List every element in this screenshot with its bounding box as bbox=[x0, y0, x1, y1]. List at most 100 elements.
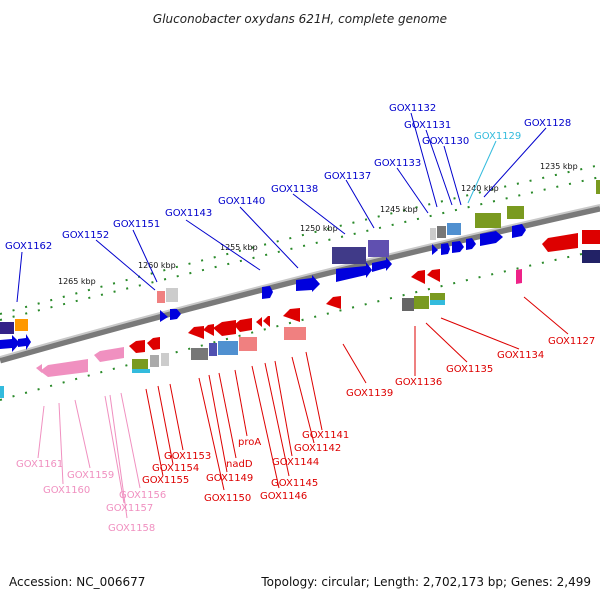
gene-label[interactable]: GOX1130 bbox=[422, 136, 469, 147]
top-inner-guide bbox=[0, 176, 600, 321]
gene-label[interactable]: GOX1132 bbox=[389, 103, 436, 114]
leader-line bbox=[342, 343, 367, 384]
leader-line bbox=[425, 129, 453, 206]
gene-label[interactable]: GOX1154 bbox=[152, 463, 199, 474]
gene-block bbox=[0, 386, 4, 398]
leader-line bbox=[292, 193, 346, 235]
leader-line bbox=[185, 219, 261, 271]
gene-arrow bbox=[170, 309, 181, 320]
gene-label[interactable]: GOX1158 bbox=[108, 523, 155, 534]
gene-label[interactable]: GOX1146 bbox=[260, 491, 307, 502]
gene-label[interactable]: GOX1140 bbox=[218, 196, 265, 207]
gene-block bbox=[132, 369, 150, 373]
gene-label[interactable]: GOX1138 bbox=[271, 184, 318, 195]
gene-labels-bottom-pink: GOX1161 GOX1160 GOX1159 GOX1156 GOX1157 … bbox=[16, 459, 166, 534]
plus-strand-genes bbox=[0, 180, 600, 352]
gene-block bbox=[582, 230, 600, 244]
gene-block bbox=[414, 296, 429, 309]
gene-label[interactable]: GOX1129 bbox=[474, 131, 521, 142]
scale-tick-label: 1235 kbp bbox=[540, 162, 578, 171]
gene-label[interactable]: GOX1136 bbox=[395, 377, 442, 388]
gene-label[interactable]: GOX1142 bbox=[294, 443, 341, 454]
scale-ticks: 1235 kbp 1240 kbp 1245 kbp 1250 kbp 1255… bbox=[58, 162, 578, 286]
gene-label[interactable]: GOX1159 bbox=[67, 470, 114, 481]
gene-label[interactable]: GOX1162 bbox=[5, 241, 52, 252]
gene-label[interactable]: GOX1137 bbox=[324, 171, 371, 182]
leader-line bbox=[37, 405, 45, 459]
gene-labels-top: GOX1162 GOX1152 GOX1151 GOX1143 GOX1140 … bbox=[5, 103, 571, 252]
gene-arrow bbox=[234, 318, 252, 332]
gene-label[interactable]: GOX1161 bbox=[16, 459, 63, 470]
gene-block bbox=[430, 300, 445, 305]
gene-label[interactable]: GOX1141 bbox=[302, 430, 349, 441]
scale-tick-label: 1250 kbp bbox=[300, 224, 338, 233]
leader-line bbox=[234, 369, 248, 437]
gene-arrow bbox=[129, 340, 145, 353]
gene-block bbox=[437, 226, 446, 238]
gene-label[interactable]: GOX1127 bbox=[548, 336, 595, 347]
gene-label[interactable]: GOX1155 bbox=[142, 475, 189, 486]
gene-block bbox=[157, 291, 165, 303]
gene-block bbox=[582, 250, 600, 263]
gene-block bbox=[150, 355, 159, 367]
gene-label[interactable]: GOX1160 bbox=[43, 485, 90, 496]
gene-label[interactable]: GOX1144 bbox=[272, 457, 319, 468]
gene-block bbox=[402, 298, 414, 311]
gene-block bbox=[507, 206, 524, 219]
leader-line bbox=[104, 395, 125, 504]
gene-block bbox=[0, 322, 14, 334]
gene-arrow bbox=[0, 335, 20, 352]
gene-label[interactable]: GOX1143 bbox=[165, 208, 212, 219]
genome-summary-text: Topology: circular; Length: 2,702,173 bp… bbox=[261, 575, 591, 589]
leader-line bbox=[58, 402, 64, 485]
gene-arrow bbox=[283, 308, 300, 322]
gene-block bbox=[368, 240, 389, 257]
gene-label[interactable]: GOX1156 bbox=[119, 490, 166, 501]
leader-line bbox=[396, 167, 429, 214]
leader-line bbox=[74, 399, 91, 469]
gene-label[interactable]: GOX1133 bbox=[374, 158, 421, 169]
leader-line bbox=[443, 145, 462, 206]
gene-block bbox=[284, 327, 306, 340]
leader-line bbox=[95, 239, 156, 291]
leader-line bbox=[198, 377, 225, 491]
gene-label[interactable]: GOX1131 bbox=[404, 120, 451, 131]
gene-label[interactable]: GOX1150 bbox=[204, 493, 251, 504]
gene-label[interactable]: GOX1151 bbox=[113, 219, 160, 230]
gene-block bbox=[475, 213, 501, 228]
gene-label[interactable]: proA bbox=[238, 437, 261, 448]
gene-arrow bbox=[480, 231, 503, 246]
gene-label[interactable]: GOX1152 bbox=[62, 230, 109, 241]
gene-label[interactable]: GOX1134 bbox=[497, 350, 544, 361]
gene-arrow bbox=[263, 316, 270, 327]
gene-label[interactable]: nadD bbox=[226, 459, 253, 470]
gene-block bbox=[209, 343, 217, 356]
leader-line bbox=[440, 317, 520, 350]
map-title: Gluconobacter oxydans 621H, complete gen… bbox=[153, 12, 447, 26]
leader-line bbox=[169, 383, 184, 451]
gene-arrow bbox=[542, 233, 578, 252]
gene-label[interactable]: GOX1149 bbox=[206, 473, 253, 484]
gene-label[interactable]: GOX1139 bbox=[346, 388, 393, 399]
gene-label[interactable]: GOX1128 bbox=[524, 118, 571, 129]
gene-arrow bbox=[427, 269, 440, 282]
minus-strand-genes bbox=[0, 230, 600, 398]
gene-label[interactable]: GOX1153 bbox=[164, 451, 211, 462]
leader-line bbox=[264, 362, 290, 477]
gene-block bbox=[161, 353, 169, 366]
gene-arrow bbox=[147, 337, 160, 350]
gene-block bbox=[166, 288, 178, 302]
gene-arrow bbox=[94, 347, 124, 362]
gene-arrow bbox=[296, 275, 320, 292]
gene-arrow bbox=[466, 238, 476, 250]
leader-line bbox=[16, 251, 23, 303]
gene-label[interactable]: GOX1157 bbox=[106, 503, 153, 514]
gene-arrow bbox=[411, 270, 425, 284]
gene-block bbox=[596, 180, 600, 194]
gene-block bbox=[218, 341, 238, 355]
scale-tick-label: 1260 kbp bbox=[138, 261, 176, 270]
leader-line bbox=[274, 360, 293, 457]
gene-label[interactable]: GOX1145 bbox=[271, 478, 318, 489]
leader-line bbox=[523, 296, 569, 335]
gene-label[interactable]: GOX1135 bbox=[446, 364, 493, 375]
